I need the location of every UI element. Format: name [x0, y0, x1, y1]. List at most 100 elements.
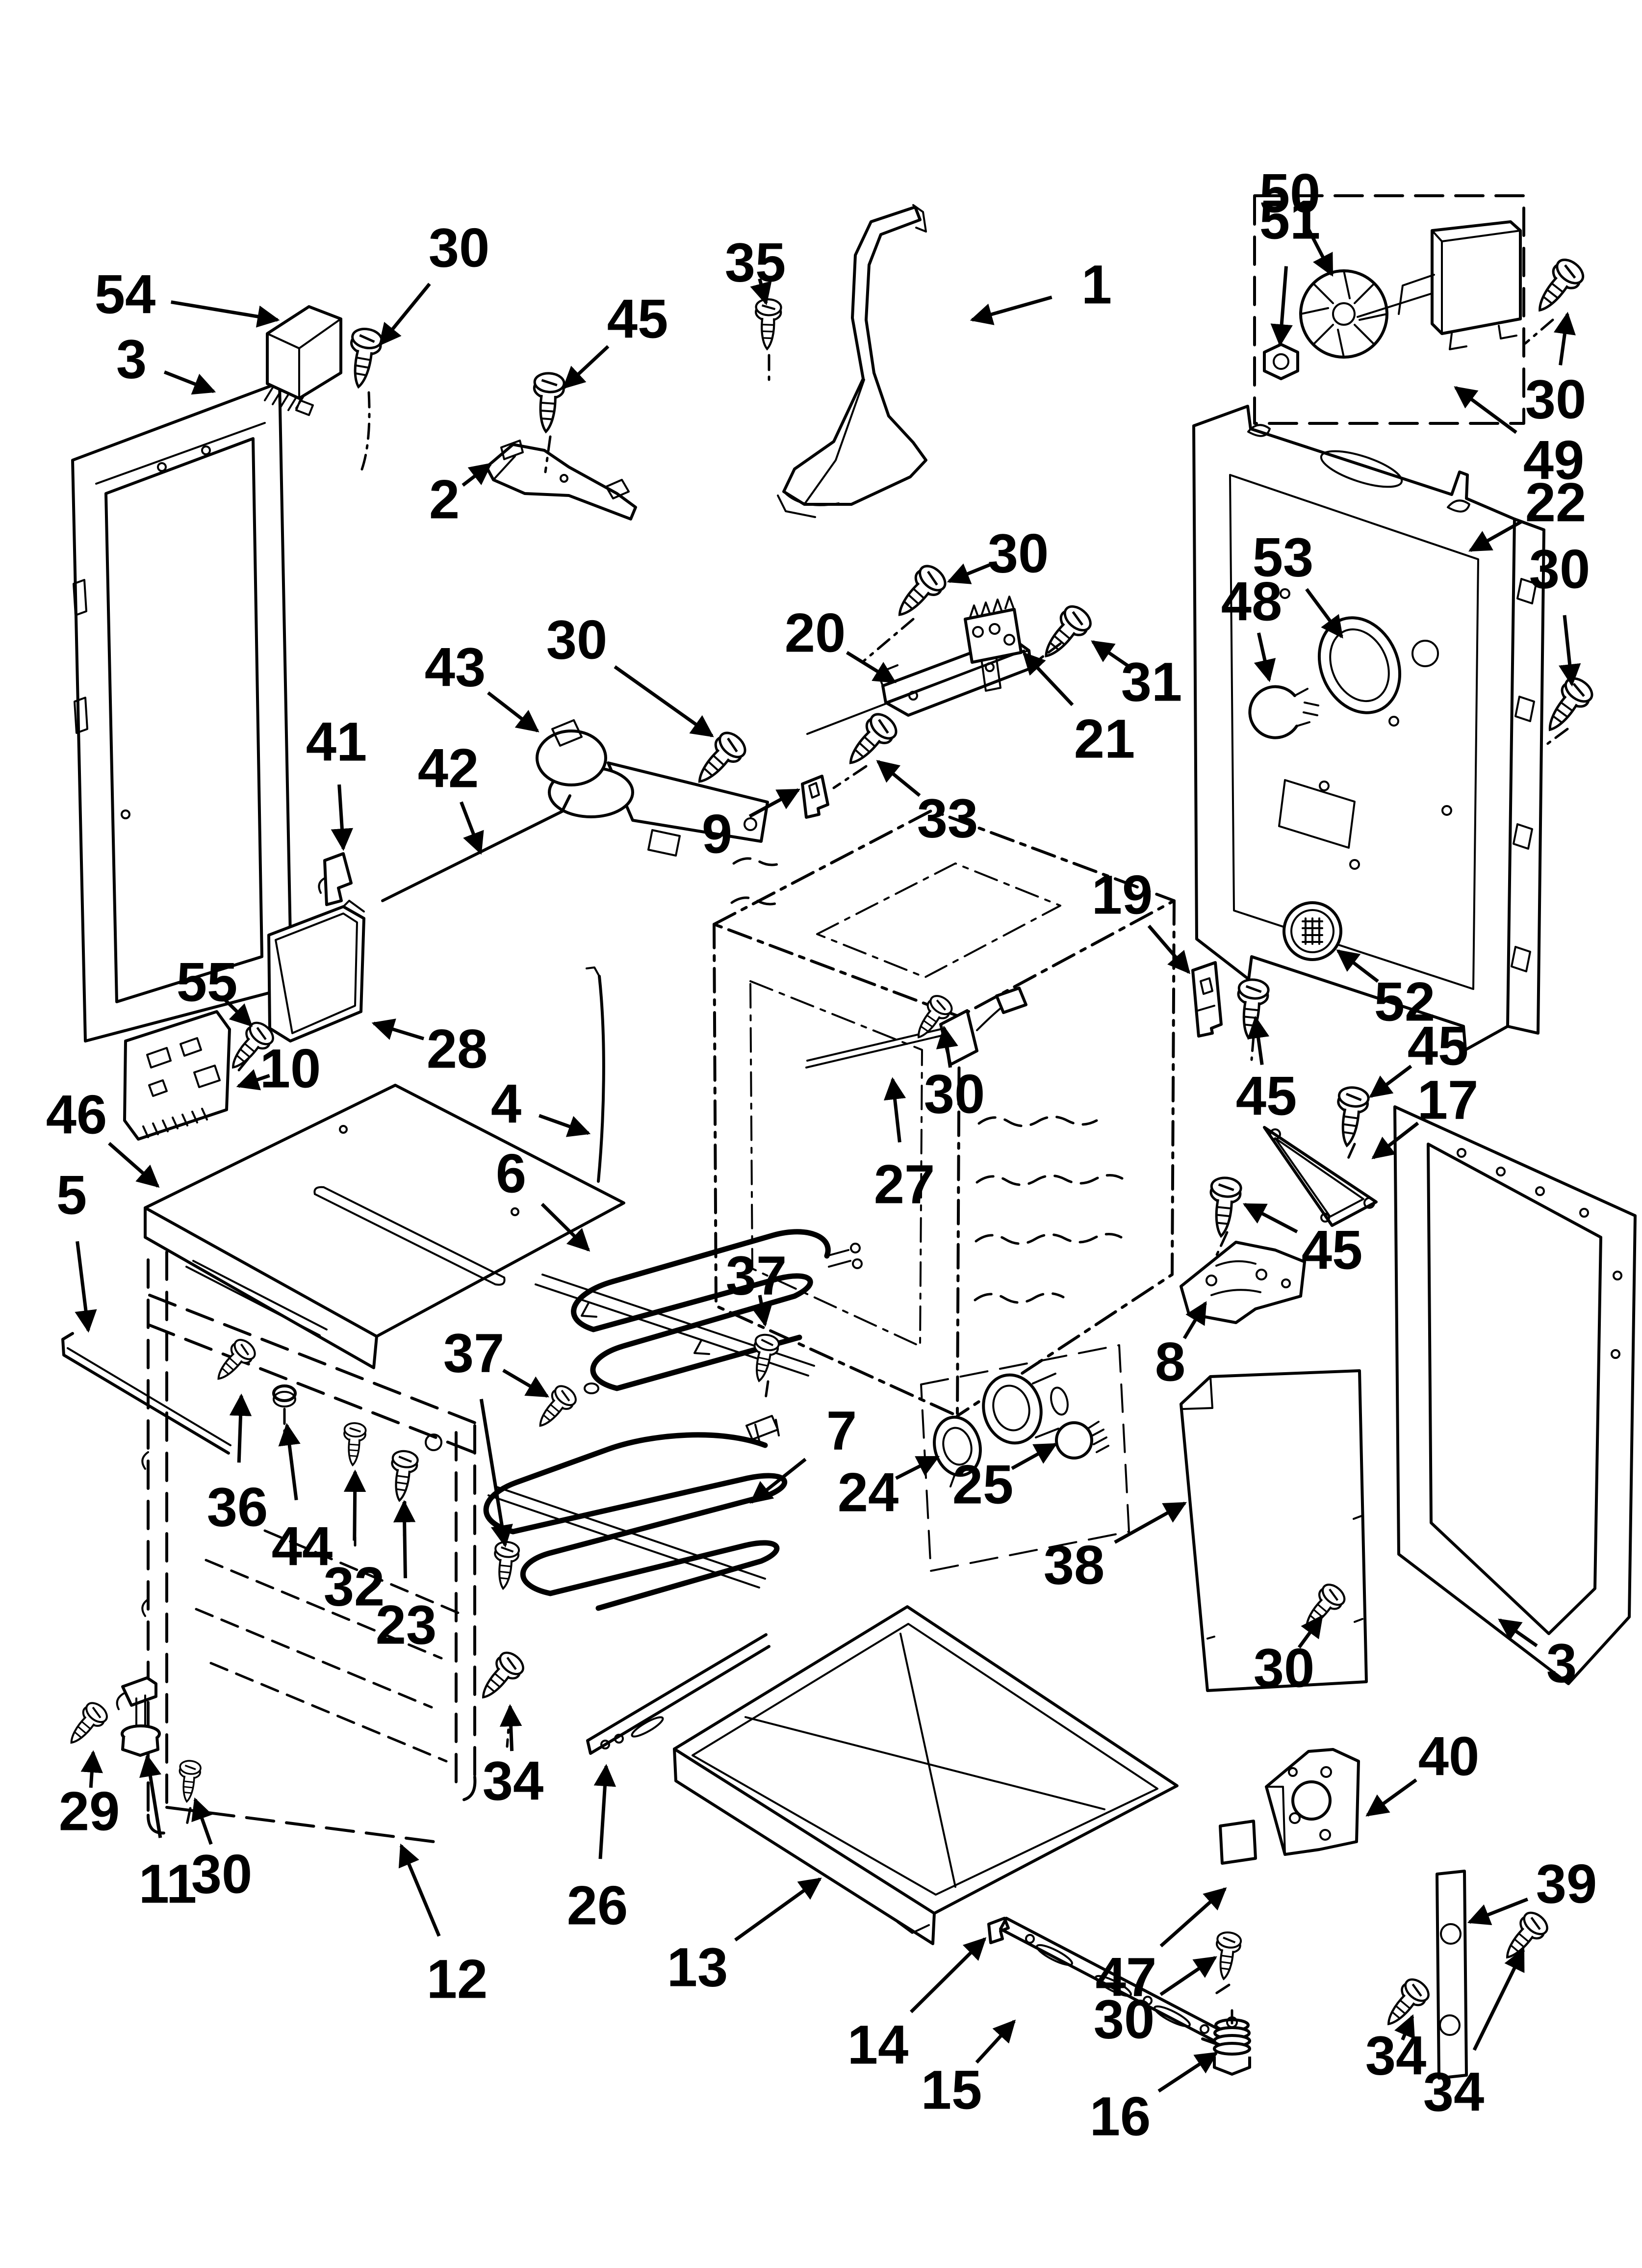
leader-line-2-4: [462, 463, 492, 487]
part-control-board-10: [123, 1010, 231, 1141]
part-number-11-52: 11: [139, 1853, 197, 1915]
callout-42-24: 42: [418, 738, 484, 855]
callout-14-58: 14: [847, 1937, 987, 2076]
leader-line-5-38: [75, 1241, 97, 1333]
callout-47-62: 47: [1096, 1887, 1227, 2008]
part-number-50-7: 50: [1259, 163, 1321, 224]
leader-line-23-50: [393, 1500, 416, 1579]
leader-line-29-51: [80, 1750, 103, 1788]
part-number-16-61: 16: [1090, 2086, 1151, 2147]
part-foot-16: [1213, 2016, 1251, 2076]
part-number-7-43: 7: [826, 1400, 857, 1461]
leader-line-21-18: [1022, 652, 1074, 706]
part-number-42-24: 42: [418, 738, 479, 799]
part-number-44-48: 44: [272, 1516, 333, 1577]
leader-line-51-8: [1270, 266, 1293, 347]
part-number-31-15: 31: [1121, 652, 1182, 713]
part-support-bracket-2: [485, 440, 637, 521]
part-number-13-57: 13: [667, 1937, 728, 1998]
callout-40-64: 40: [1365, 1726, 1480, 1817]
callout-4-36: 4: [491, 1073, 591, 1137]
leader-line-37-42: [479, 1399, 513, 1548]
callout-25-45: 25: [952, 1442, 1057, 1515]
part-number-22-11: 22: [1525, 472, 1587, 533]
part-number-45-3: 45: [607, 288, 668, 350]
leader-line-33-19: [876, 760, 921, 797]
part-broil-element-6: [535, 1229, 863, 1391]
part-oven-light-group-24-25: [920, 1344, 1130, 1572]
leader-line-47-62: [1159, 1887, 1227, 1948]
part-number-38-46: 38: [1044, 1535, 1105, 1596]
callout-43-21: 43: [425, 637, 539, 732]
part-number-6-37: 6: [496, 1143, 526, 1204]
leader-line-43-21: [487, 691, 539, 732]
callout-10-34: 10: [236, 1038, 321, 1099]
callout-32-49: 32: [324, 1469, 385, 1617]
leader-line-1-6: [970, 295, 1052, 325]
callout-49-10: 49: [1454, 386, 1584, 491]
part-rear-panel-22: [1192, 405, 1545, 1051]
part-vent-duct-1: [777, 204, 927, 518]
callout-15-59: 15: [921, 2019, 1016, 2121]
part-number-45-30: 45: [1302, 1220, 1363, 1281]
leader-line-10-34: [236, 1069, 270, 1091]
part-number-10-34: 10: [260, 1038, 321, 1099]
part-number-43-21: 43: [425, 637, 486, 698]
part-thermostat-43: [536, 719, 769, 857]
leader-line-8-31: [1182, 1301, 1207, 1339]
part-transformer-54: [264, 305, 342, 416]
callout-36-47: 36: [207, 1393, 268, 1538]
part-number-24-44: 24: [838, 1462, 899, 1523]
leader-line-30-9: [1553, 312, 1576, 365]
part-support-rail-26: [586, 1633, 770, 1755]
part-number-51-8: 51: [1259, 189, 1321, 251]
leader-line-45-3: [562, 345, 610, 390]
leader-line-45-29: [1247, 1016, 1270, 1065]
callout-17-28: 17: [1371, 1069, 1478, 1159]
part-bake-element-7: [483, 1415, 788, 1611]
part-door-latch-19: [1191, 961, 1223, 1038]
leader-line-38-46: [1114, 1501, 1187, 1544]
callout-30-60: 30: [1094, 1956, 1217, 2050]
leader-line-40-64: [1365, 1778, 1417, 1817]
part-number-14-58: 14: [847, 2014, 909, 2076]
callout-3-2: 3: [116, 329, 216, 395]
part-support-bracket-40: [1265, 1748, 1360, 1856]
callout-37-41: 37: [726, 1245, 787, 1327]
part-number-37-41: 37: [726, 1245, 787, 1306]
leader-line-50-7: [1305, 225, 1334, 277]
part-number-34-67: 34: [1423, 2061, 1485, 2123]
part-number-33-19: 33: [917, 788, 978, 849]
callout-28-33: 28: [371, 1018, 488, 1080]
callout-45-27: 45: [1369, 1016, 1468, 1098]
part-number-29-51: 29: [59, 1781, 120, 1842]
leader-line-48-14: [1254, 632, 1276, 682]
part-number-30-53: 30: [191, 1844, 253, 1905]
leader-line-54-1: [171, 300, 280, 328]
part-number-2-4: 2: [429, 469, 460, 530]
callout-5-38: 5: [56, 1165, 97, 1333]
callout-39-65: 39: [1467, 1853, 1597, 1926]
part-number-35-5: 35: [725, 232, 786, 293]
part-number-28-33: 28: [427, 1018, 488, 1080]
part-number-53-13: 53: [1253, 527, 1314, 588]
callout-30-12: 30: [1529, 539, 1590, 687]
part-number-30-40: 30: [924, 1064, 985, 1125]
callout-38-46: 38: [1044, 1501, 1187, 1596]
callout-34-67: 34: [1423, 1948, 1525, 2123]
leader-line-52-26: [1336, 949, 1379, 983]
part-number-40-64: 40: [1418, 1726, 1480, 1787]
part-number-30-16: 30: [988, 523, 1049, 584]
part-number-20-17: 20: [785, 602, 846, 664]
part-shield-28: [267, 900, 365, 1043]
leader-line-30-12: [1559, 615, 1581, 687]
callout-46-35: 46: [46, 1084, 160, 1188]
callout-16-61: 16: [1090, 2052, 1218, 2147]
leader-line-30-53: [191, 1797, 213, 1845]
part-chassis-frame-12: [141, 1251, 477, 1844]
leader-line-4-36: [539, 1114, 591, 1137]
part-number-21-18: 21: [1074, 708, 1135, 770]
callout-48-14: 48: [1221, 571, 1282, 682]
part-spacer-plate-39: [1436, 1870, 1468, 2080]
